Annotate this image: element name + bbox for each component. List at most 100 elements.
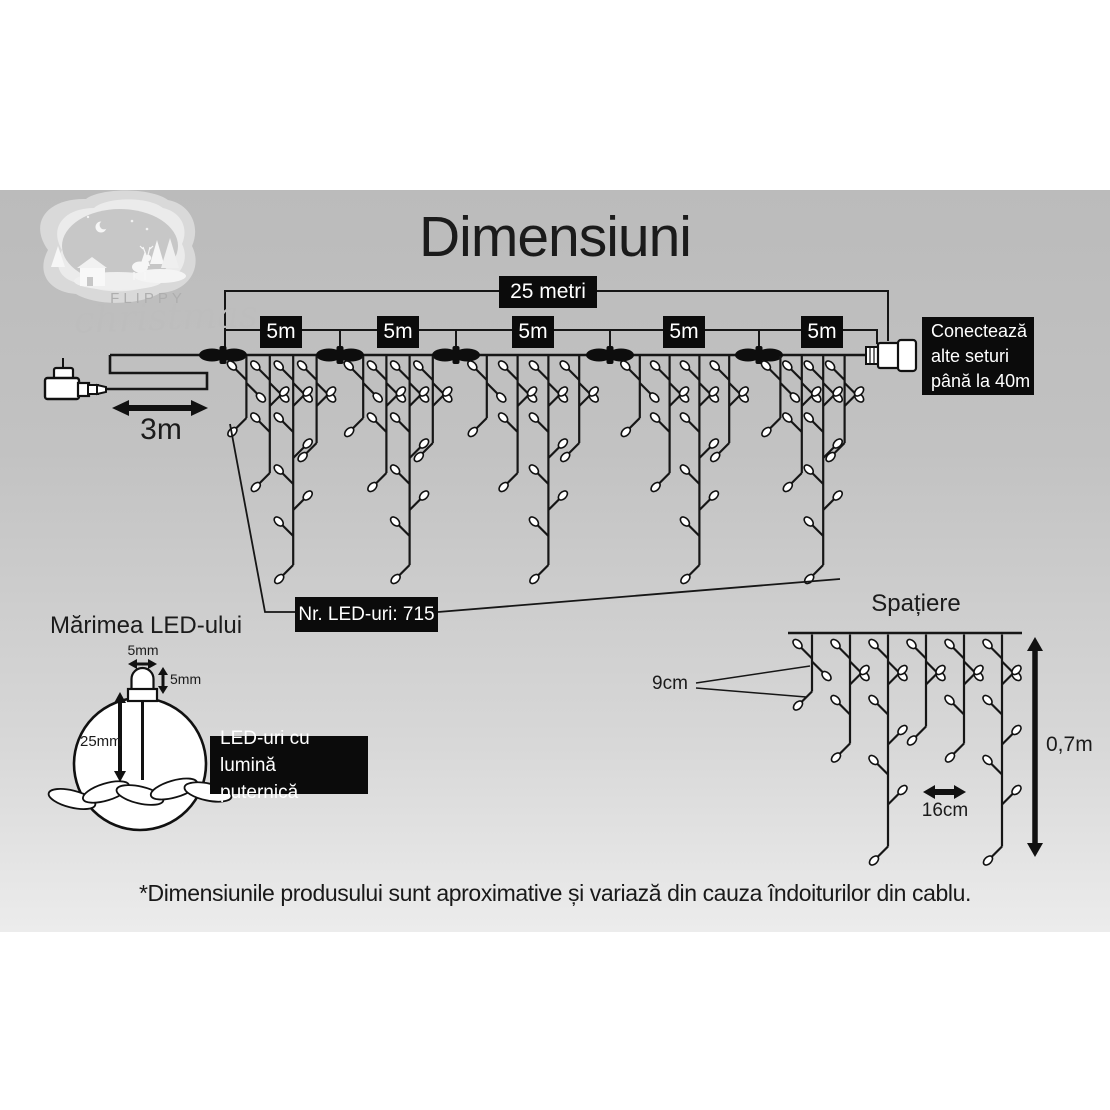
page-title: Dimensiuni <box>419 205 692 269</box>
icicle-drop <box>803 356 844 585</box>
led-bulb-icon <box>679 360 691 371</box>
section-length-label: 5m <box>266 320 296 343</box>
bright-led-note-line: puternică <box>220 781 299 803</box>
magnifier-circle <box>72 696 208 832</box>
led-width-label: 5mm <box>127 642 159 658</box>
section-length-badge: 5m <box>512 316 554 348</box>
led-bulb-icon <box>528 464 540 475</box>
led-bulb-icon <box>679 412 691 423</box>
led-bulb-icon <box>935 664 946 676</box>
led-bulb-icon <box>588 386 600 397</box>
wire-connector-icon <box>586 346 634 364</box>
led-bulb-icon <box>325 386 337 397</box>
power-plug-icon <box>43 358 107 401</box>
led-bulb-icon <box>495 392 507 403</box>
led-bulb-icon <box>906 638 917 650</box>
led-bulb-icon <box>708 438 720 449</box>
led-bulb-icon <box>853 386 865 397</box>
led-bulb-icon <box>389 412 401 423</box>
icicle-drop <box>412 356 453 463</box>
icicle-drop <box>830 634 870 763</box>
icicle-drop <box>944 634 984 763</box>
led-bulb-icon <box>528 516 540 527</box>
led-bulb-icon <box>372 392 384 403</box>
led-bulb-icon <box>792 700 804 711</box>
led-bulb-icon <box>255 392 267 403</box>
led-bulb-icon <box>557 438 569 449</box>
twisted-cable-icon <box>47 777 233 810</box>
led-bulb-icon <box>830 752 842 763</box>
led-bulb-icon <box>868 754 879 766</box>
logo-sub-text: christmas <box>73 292 259 342</box>
led-bulb-icon <box>273 464 285 475</box>
led-bulb-icon <box>497 412 509 423</box>
arrow-16cm <box>923 785 966 799</box>
icicle-drop <box>982 634 1022 866</box>
led-bulb-icon <box>273 573 285 585</box>
led-bulb-icon <box>648 392 660 403</box>
icicle-drop <box>649 356 690 493</box>
led-gap-label: 9cm <box>652 673 688 694</box>
led-bulb-icon <box>389 516 401 527</box>
led-bulb-icon <box>343 426 355 438</box>
led-bulb-icon <box>830 694 841 706</box>
icicle-drop <box>497 356 538 493</box>
icicle-drop <box>226 356 267 438</box>
logo-scene-icon <box>40 190 196 303</box>
icicle-drops <box>226 356 865 585</box>
led-bulb-icon <box>413 451 425 463</box>
icicle-drop <box>389 356 430 585</box>
led-bulb-icon <box>302 386 314 397</box>
section-length-label: 5m <box>518 320 548 343</box>
disclaimer-text: *Dimensiunile produsului sunt aproximati… <box>139 880 971 906</box>
led-bulb-icon <box>944 694 955 706</box>
led-bulb-icon <box>832 438 844 449</box>
led-bulb-icon <box>418 438 430 449</box>
led-bulb-icon <box>389 464 401 475</box>
led-bulb-icon <box>649 412 661 423</box>
icicle-drop <box>792 634 832 711</box>
led-bulb-icon <box>557 386 569 397</box>
drop-gap-label: 16cm <box>921 800 969 821</box>
led-bulb-icon <box>868 694 879 706</box>
led-bulb-icon <box>897 724 908 736</box>
led-bulb-icon <box>389 360 401 371</box>
led-bulb-icon <box>679 516 691 527</box>
led-bulb-icon <box>709 451 721 463</box>
led-bulb-icon <box>497 360 509 371</box>
arrow-25mm <box>114 692 126 782</box>
icicle-drop <box>868 634 908 866</box>
led-bulb-icon <box>441 386 453 397</box>
lead-cable <box>106 355 209 391</box>
led-bulb-icon <box>781 412 793 423</box>
led-bulb-icon <box>1011 664 1022 676</box>
led-count-pointer-lines <box>229 423 841 613</box>
section-length-label: 5m <box>669 320 699 343</box>
led-bulb-icon <box>982 638 993 650</box>
led-bulb-icon <box>559 360 571 371</box>
led-gap-pointer-lines <box>695 665 811 698</box>
wire-connector-icon <box>316 346 364 364</box>
led-bulb-icon <box>418 386 430 397</box>
led-bulb-icon <box>982 694 993 706</box>
led-bulb-icon <box>680 573 691 585</box>
led-bulb-icon <box>466 360 478 371</box>
arrow-0-7m <box>1027 637 1043 857</box>
led-bulb-icon <box>868 638 879 650</box>
icicle-drop <box>559 356 600 463</box>
icicle-drop <box>781 356 822 493</box>
led-bulb-icon <box>557 490 569 501</box>
led-bulb-icon <box>649 360 661 371</box>
led-bulb-icon <box>296 360 308 371</box>
led-bulb-icon <box>528 412 540 423</box>
icicle-drop <box>249 356 290 493</box>
icicle-drop <box>619 356 660 438</box>
total-length-label: 25 metri <box>510 280 586 303</box>
led-bulb-icon <box>761 426 772 438</box>
icicle-drop <box>466 356 507 438</box>
icicle-drop <box>366 356 407 493</box>
logo-brand-text: FLIPPY <box>110 290 186 307</box>
led-bulb-icon <box>526 386 538 397</box>
spacing-diagram <box>695 631 1043 866</box>
icicle-drop <box>679 356 720 585</box>
